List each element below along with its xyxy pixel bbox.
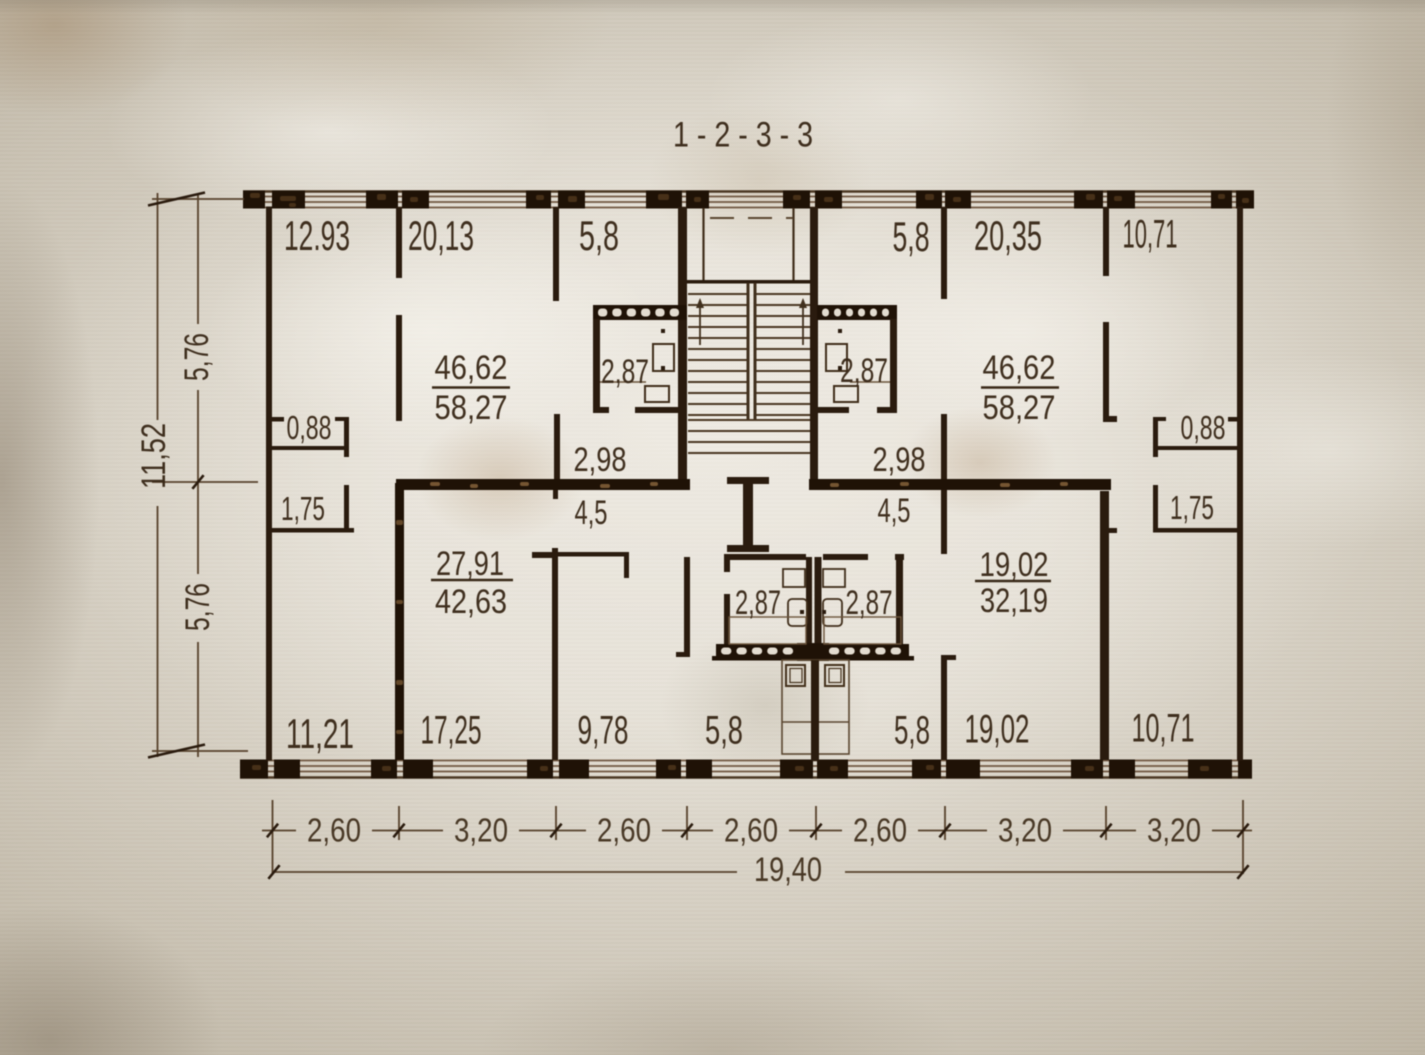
svg-text:4,5: 4,5: [575, 494, 608, 532]
svg-text:3,20: 3,20: [1147, 811, 1201, 848]
svg-text:3,20: 3,20: [454, 811, 508, 848]
svg-text:4,5: 4,5: [878, 492, 911, 530]
svg-text:2,87: 2,87: [846, 584, 893, 622]
svg-text:2,87: 2,87: [840, 352, 888, 390]
svg-text:2,87: 2,87: [735, 584, 781, 622]
svg-text:2,60: 2,60: [724, 811, 778, 848]
svg-text:12.93: 12.93: [284, 212, 350, 259]
svg-text:58,27: 58,27: [983, 389, 1056, 427]
svg-text:20,13: 20,13: [408, 212, 474, 259]
svg-text:1,75: 1,75: [1170, 489, 1214, 526]
svg-text:46,62: 46,62: [435, 349, 508, 387]
svg-text:32,19: 32,19: [980, 582, 1048, 620]
svg-text:58,27: 58,27: [435, 389, 508, 427]
svg-text:10,71: 10,71: [1123, 212, 1178, 256]
svg-text:1,75: 1,75: [281, 490, 325, 527]
svg-text:5,8: 5,8: [705, 708, 743, 752]
svg-text:2,98: 2,98: [873, 441, 926, 479]
svg-text:46,62: 46,62: [983, 349, 1056, 387]
svg-text:17,25: 17,25: [421, 708, 482, 752]
svg-text:2,60: 2,60: [597, 811, 651, 848]
svg-text:2,87: 2,87: [601, 353, 649, 391]
svg-text:11,52: 11,52: [135, 423, 173, 489]
svg-text:2,98: 2,98: [574, 441, 627, 479]
svg-text:20,35: 20,35: [974, 212, 1042, 259]
svg-text:10,71: 10,71: [1132, 706, 1195, 750]
svg-text:11,21: 11,21: [286, 710, 354, 757]
svg-text:0,88: 0,88: [287, 409, 332, 446]
svg-text:5,8: 5,8: [893, 213, 930, 260]
svg-text:19,02: 19,02: [980, 546, 1049, 584]
svg-text:1 - 2 - 3 - 3: 1 - 2 - 3 - 3: [673, 116, 813, 155]
svg-text:19,02: 19,02: [965, 707, 1030, 751]
svg-text:9,78: 9,78: [578, 708, 629, 752]
svg-text:27,91: 27,91: [436, 545, 504, 583]
svg-text:2,60: 2,60: [307, 811, 361, 848]
svg-text:5,8: 5,8: [894, 708, 930, 752]
svg-text:42,63: 42,63: [435, 583, 507, 621]
svg-text:3,20: 3,20: [998, 811, 1052, 848]
svg-text:5,76: 5,76: [179, 583, 217, 631]
svg-text:5,8: 5,8: [579, 212, 619, 259]
svg-text:2,60: 2,60: [853, 811, 907, 848]
svg-text:19,40: 19,40: [754, 851, 822, 889]
svg-text:5,76: 5,76: [178, 333, 216, 381]
svg-text:0,88: 0,88: [1181, 409, 1226, 446]
